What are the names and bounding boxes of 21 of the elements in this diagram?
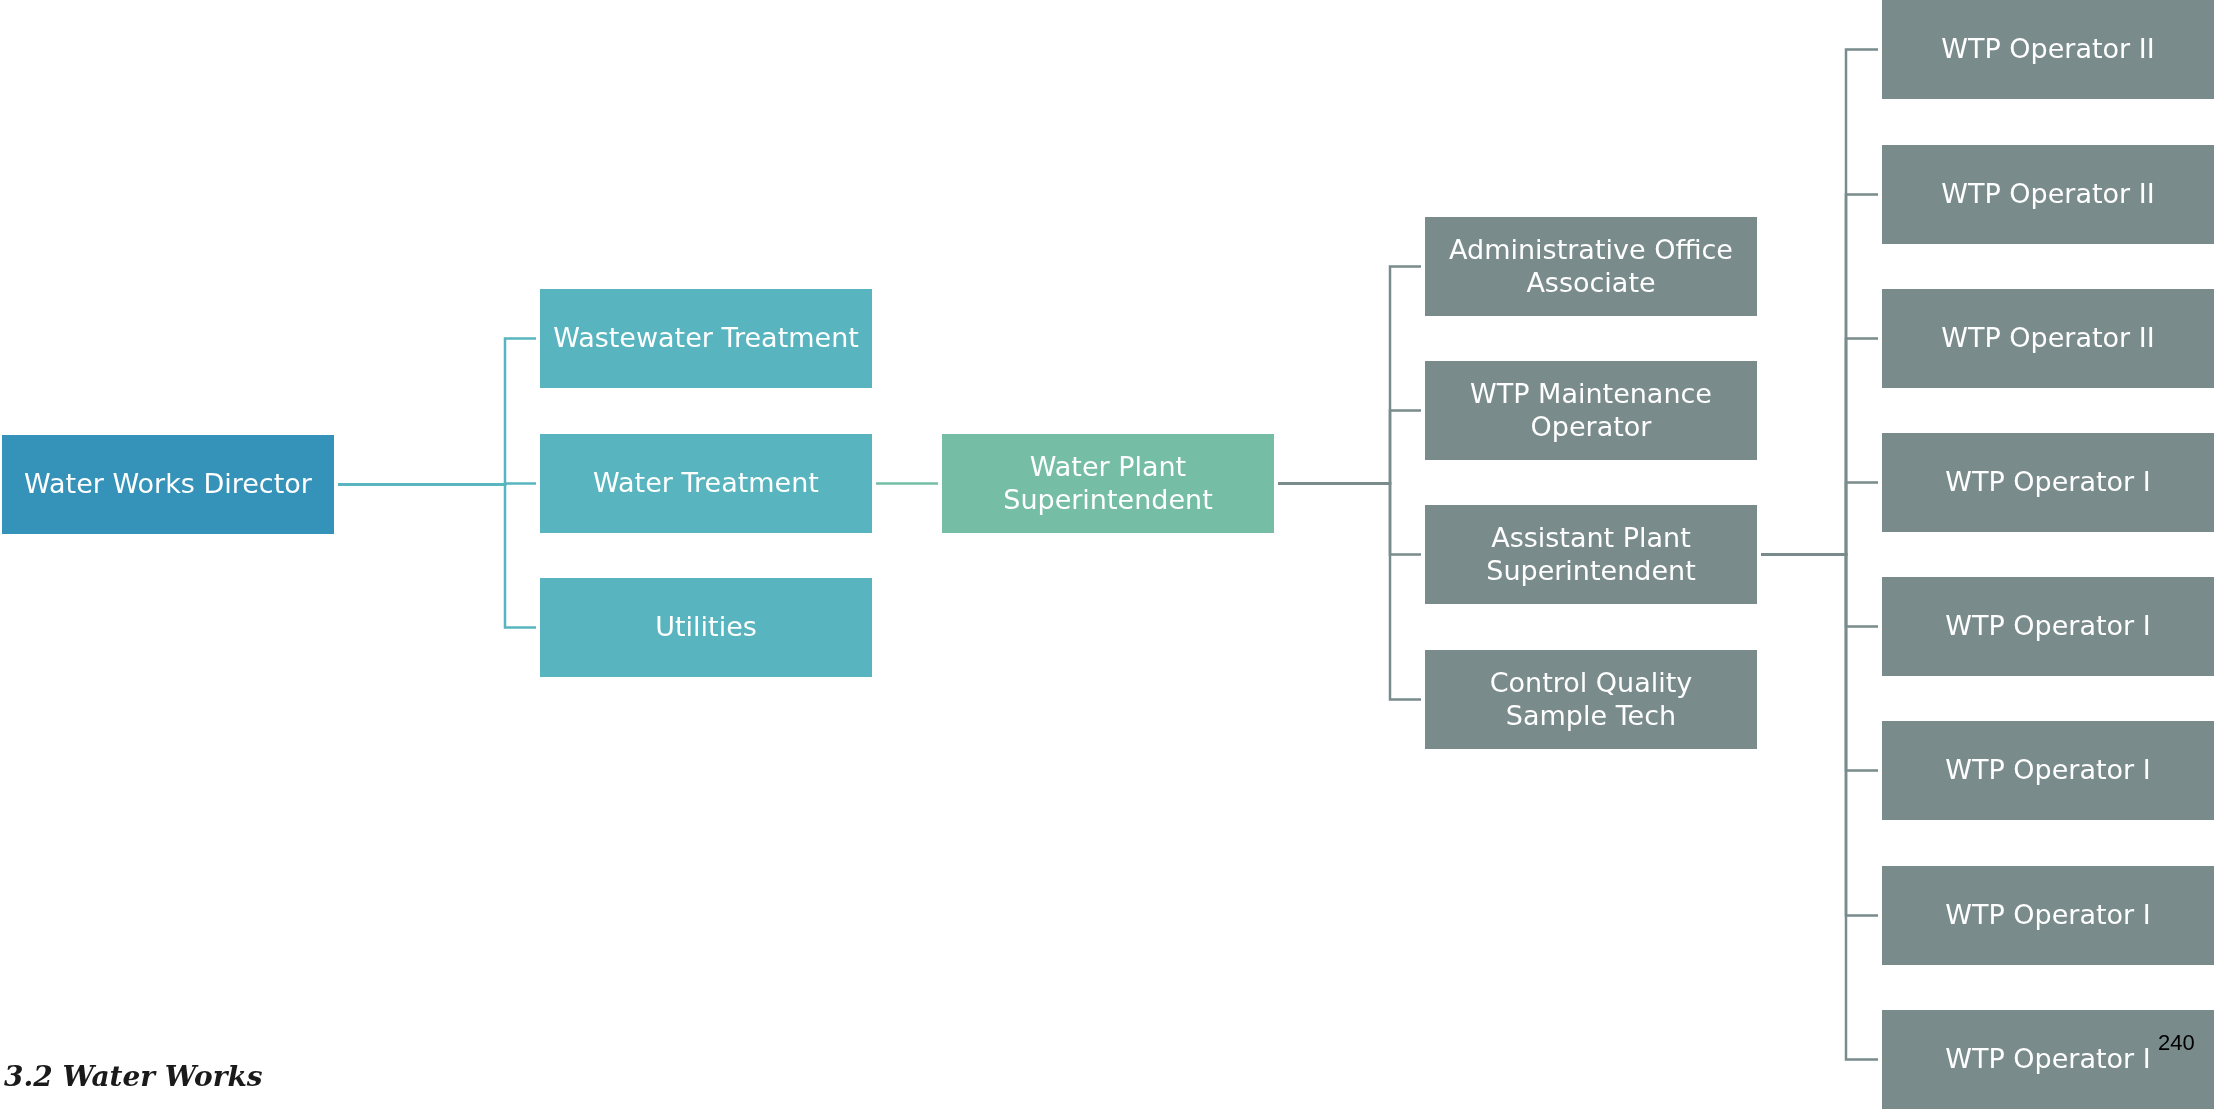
staff-box: WTP Operator I (1882, 721, 2214, 820)
connector-line (876, 482, 938, 485)
staff-box: WTP Operator I (1882, 433, 2214, 532)
staff-box: Control Quality Sample Tech (1425, 650, 1757, 749)
director-box: Water Works Director (2, 435, 334, 534)
staff-box: Assistant Plant Superintendent (1425, 505, 1757, 604)
department-box: Water Treatment (540, 434, 872, 533)
staff-box: WTP Operator I (1882, 577, 2214, 676)
connector-line (1761, 553, 1878, 1061)
connector-line (338, 483, 536, 629)
superintendent-box: Water Plant Superintendent (942, 434, 1274, 533)
department-box: Wastewater Treatment (540, 289, 872, 388)
page-number: 240 (2158, 1030, 2195, 1056)
staff-box: WTP Maintenance Operator (1425, 361, 1757, 460)
caption: 3.2 Water Works (4, 1060, 263, 1093)
staff-box: WTP Operator II (1882, 0, 2214, 99)
staff-box: WTP Operator II (1882, 289, 2214, 388)
department-box: Utilities (540, 578, 872, 677)
staff-box: Administrative Office Associate (1425, 217, 1757, 316)
staff-box: WTP Operator I (1882, 866, 2214, 965)
staff-box: WTP Operator II (1882, 145, 2214, 244)
